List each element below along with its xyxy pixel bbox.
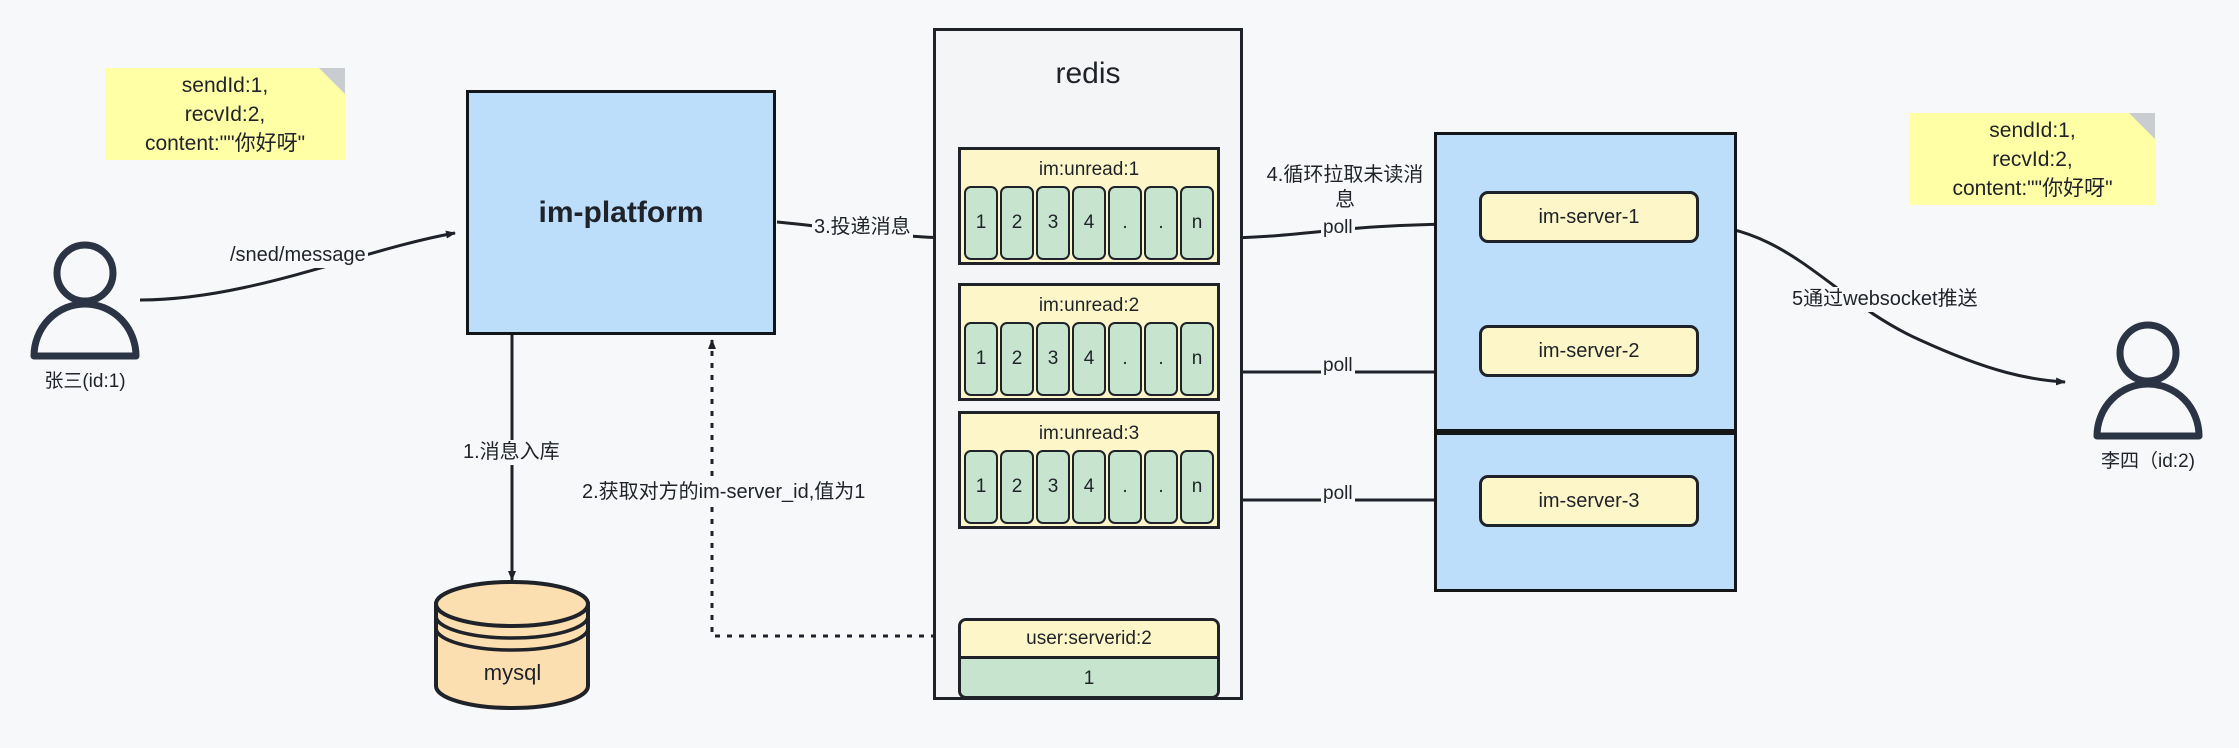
edge-label-step4: 4.循环拉取未读消 息 bbox=[1253, 163, 1437, 213]
redis-cell[interactable]: 4 bbox=[1072, 322, 1106, 396]
redis-cell[interactable]: 1 bbox=[964, 322, 998, 396]
edge-label-poll-2: poll bbox=[1321, 353, 1355, 378]
redis-list-group-3[interactable]: im:unread:3 1 2 3 4 . . n bbox=[958, 411, 1220, 529]
redis-list-cells-1: 1 2 3 4 . . n bbox=[961, 186, 1217, 260]
user-icon bbox=[30, 241, 140, 360]
redis-cell[interactable]: 3 bbox=[1036, 450, 1070, 524]
redis-list-cells-3: 1 2 3 4 . . n bbox=[961, 450, 1217, 524]
edge-label-poll-3: poll bbox=[1321, 481, 1355, 506]
redis-list-group-1[interactable]: im:unread:1 1 2 3 4 . . n bbox=[958, 147, 1220, 265]
node-im-platform[interactable]: im-platform bbox=[466, 90, 776, 335]
redis-cell[interactable]: 2 bbox=[1000, 186, 1034, 260]
edge-label-step2: 2.获取对方的im-server_id,值为1 bbox=[580, 480, 868, 505]
edge-label-poll-1: poll bbox=[1321, 215, 1355, 240]
actor-receiver-caption: 李四（id:2) bbox=[2101, 451, 2195, 472]
redis-cell[interactable]: 1 bbox=[964, 186, 998, 260]
note-left-text: sendId:1, recvId:2, content:""你好呀" bbox=[144, 73, 306, 155]
note-fold-icon bbox=[319, 68, 345, 94]
redis-kv-value: 1 bbox=[961, 659, 1217, 696]
note-right-text: sendId:1, recvId:2, content:""你好呀" bbox=[1952, 118, 2113, 200]
redis-kv-box[interactable]: user:serverid:2 1 bbox=[958, 618, 1220, 699]
note-right: sendId:1, recvId:2, content:""你好呀" bbox=[1910, 113, 2155, 205]
node-im-platform-label: im-platform bbox=[538, 195, 704, 229]
redis-list-key-3: im:unread:3 bbox=[1038, 423, 1140, 444]
redis-list-key-1: im:unread:1 bbox=[1038, 159, 1140, 180]
note-fold-icon bbox=[2129, 113, 2155, 139]
redis-cell[interactable]: . bbox=[1144, 450, 1178, 524]
node-mysql[interactable]: mysql bbox=[430, 580, 595, 710]
node-im-server-cluster-lower: im-server-3 bbox=[1434, 432, 1737, 592]
node-im-server-cluster: im-server-1 im-server-2 bbox=[1434, 132, 1737, 432]
actor-sender: 张三(id:1) bbox=[20, 238, 150, 398]
node-im-server-3[interactable]: im-server-3 bbox=[1479, 475, 1699, 527]
redis-cell[interactable]: n bbox=[1180, 322, 1214, 396]
redis-cell[interactable]: 2 bbox=[1000, 450, 1034, 524]
edge-label-step5: 5通过websocket推送 bbox=[1790, 287, 1980, 312]
redis-cell[interactable]: 4 bbox=[1072, 186, 1106, 260]
redis-cell[interactable]: 1 bbox=[964, 450, 998, 524]
node-im-server-1[interactable]: im-server-1 bbox=[1479, 191, 1699, 243]
redis-kv-key: user:serverid:2 bbox=[961, 621, 1217, 659]
redis-cell[interactable]: 3 bbox=[1036, 322, 1070, 396]
note-left: sendId:1, recvId:2, content:""你好呀" bbox=[105, 68, 345, 160]
redis-cell[interactable]: . bbox=[1144, 186, 1178, 260]
redis-cell[interactable]: . bbox=[1108, 186, 1142, 260]
redis-cell[interactable]: n bbox=[1180, 450, 1214, 524]
redis-cell[interactable]: . bbox=[1108, 322, 1142, 396]
edge-label-send-message: /sned/message bbox=[228, 243, 368, 268]
redis-cell[interactable]: 2 bbox=[1000, 322, 1034, 396]
actor-receiver: 李四（id:2) bbox=[2083, 318, 2213, 478]
edge-label-step3: 3.投递消息 bbox=[812, 215, 913, 240]
edge-label-step1: 1.消息入库 bbox=[461, 440, 562, 465]
redis-cell[interactable]: . bbox=[1144, 322, 1178, 396]
node-redis-title: redis bbox=[1055, 57, 1121, 90]
redis-cell[interactable]: 4 bbox=[1072, 450, 1106, 524]
actor-sender-caption: 张三(id:1) bbox=[44, 371, 126, 392]
database-cylinder-icon bbox=[434, 580, 590, 710]
node-redis: redis im:unread:1 1 2 3 4 . . n im:unrea… bbox=[933, 28, 1243, 700]
redis-list-cells-2: 1 2 3 4 . . n bbox=[961, 322, 1217, 396]
node-mysql-label: mysql bbox=[483, 660, 542, 685]
redis-cell[interactable]: 3 bbox=[1036, 186, 1070, 260]
node-im-server-2[interactable]: im-server-2 bbox=[1479, 325, 1699, 377]
redis-list-key-2: im:unread:2 bbox=[1038, 295, 1140, 316]
redis-cell[interactable]: . bbox=[1108, 450, 1142, 524]
redis-cell[interactable]: n bbox=[1180, 186, 1214, 260]
redis-list-group-2[interactable]: im:unread:2 1 2 3 4 . . n bbox=[958, 283, 1220, 401]
user-icon bbox=[2093, 321, 2203, 440]
